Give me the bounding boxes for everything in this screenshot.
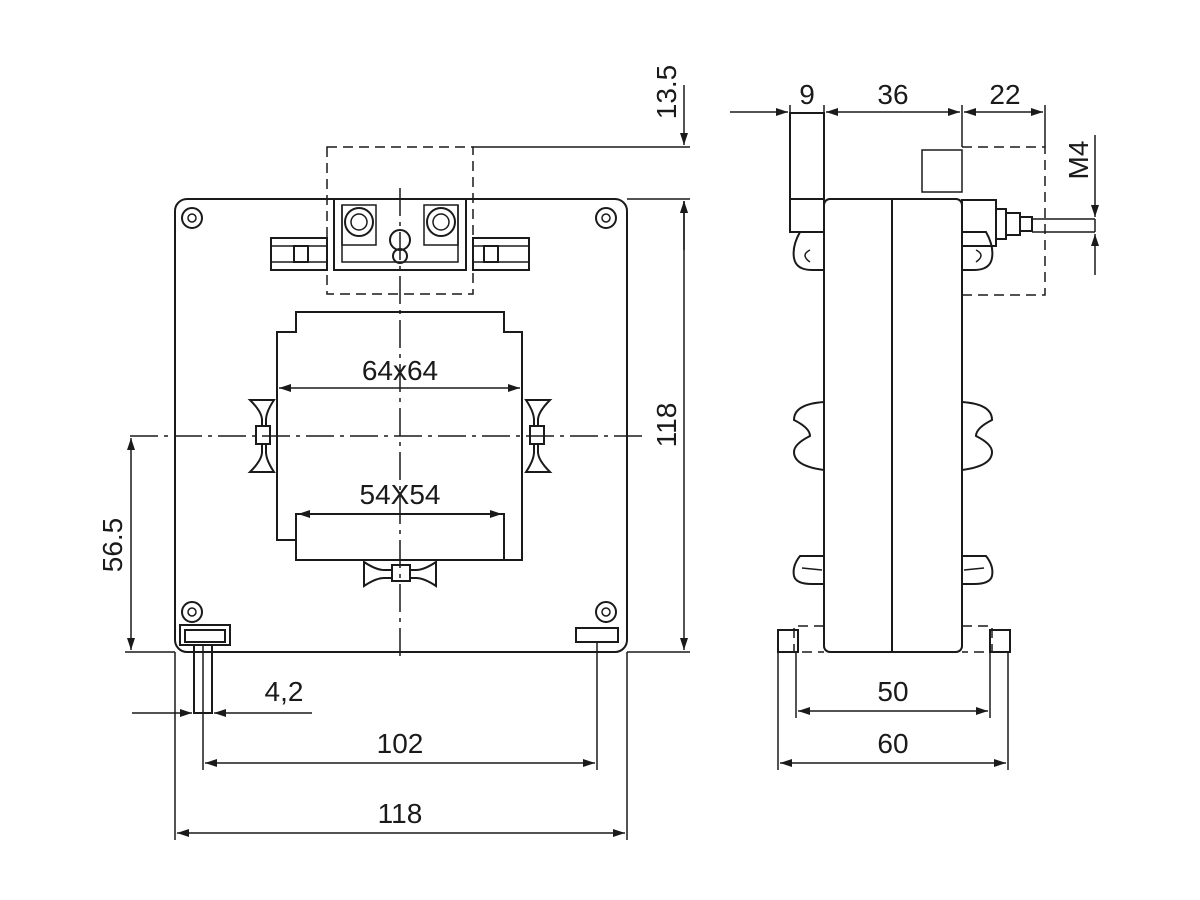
side-foot-right	[962, 625, 993, 653]
thread-label: M4	[1063, 141, 1094, 180]
mounting-hole-bottom-right	[595, 601, 617, 623]
top-right-clip	[472, 237, 530, 271]
side-clip-left-bottom	[792, 555, 824, 585]
pin-spacing-label: 102	[377, 728, 424, 759]
front-view: 64x64 54X54 118 13.5 56.5 4,2 102 118	[97, 65, 690, 840]
body-depth-label: 50	[877, 676, 908, 707]
top-segment-1-label: 9	[799, 79, 815, 110]
overall-depth-label: 60	[877, 728, 908, 759]
side-clip-left-top	[792, 231, 824, 271]
window-inner-label: 54X54	[360, 479, 441, 510]
pin-right	[575, 627, 619, 643]
side-foot-left	[793, 625, 824, 653]
front-housing-outline	[174, 198, 628, 653]
mounting-hole-top-right	[595, 207, 617, 229]
window-bottom-clip	[363, 560, 437, 588]
height-label: 118	[651, 403, 682, 448]
width-label: 118	[378, 798, 423, 829]
side-clip-right-mid	[961, 401, 994, 471]
top-segment-2-label: 36	[877, 79, 908, 110]
pin-width-label: 4,2	[265, 676, 304, 707]
side-clip-left-mid	[792, 401, 825, 471]
top-segment-3-label: 22	[989, 79, 1020, 110]
terminal-cover-outline	[326, 146, 474, 295]
terminal-stud	[961, 199, 1096, 247]
side-clip-right-top	[962, 231, 994, 271]
window-left-clip	[247, 399, 276, 473]
pin-left	[179, 624, 231, 714]
side-view: 9 36 22 M4 50 60	[730, 79, 1099, 770]
mounting-hole-top-left	[181, 207, 203, 229]
center-height-label: 56.5	[97, 518, 128, 573]
mounting-hole-bottom-left	[181, 601, 203, 623]
side-top-block	[789, 112, 825, 200]
top-offset-label: 13.5	[651, 65, 682, 120]
top-left-clip	[270, 237, 328, 271]
side-cover-outline	[962, 146, 1046, 296]
window-right-clip	[524, 399, 553, 473]
side-clip-right-bottom	[962, 555, 994, 585]
window-outer-label: 64x64	[362, 355, 438, 386]
